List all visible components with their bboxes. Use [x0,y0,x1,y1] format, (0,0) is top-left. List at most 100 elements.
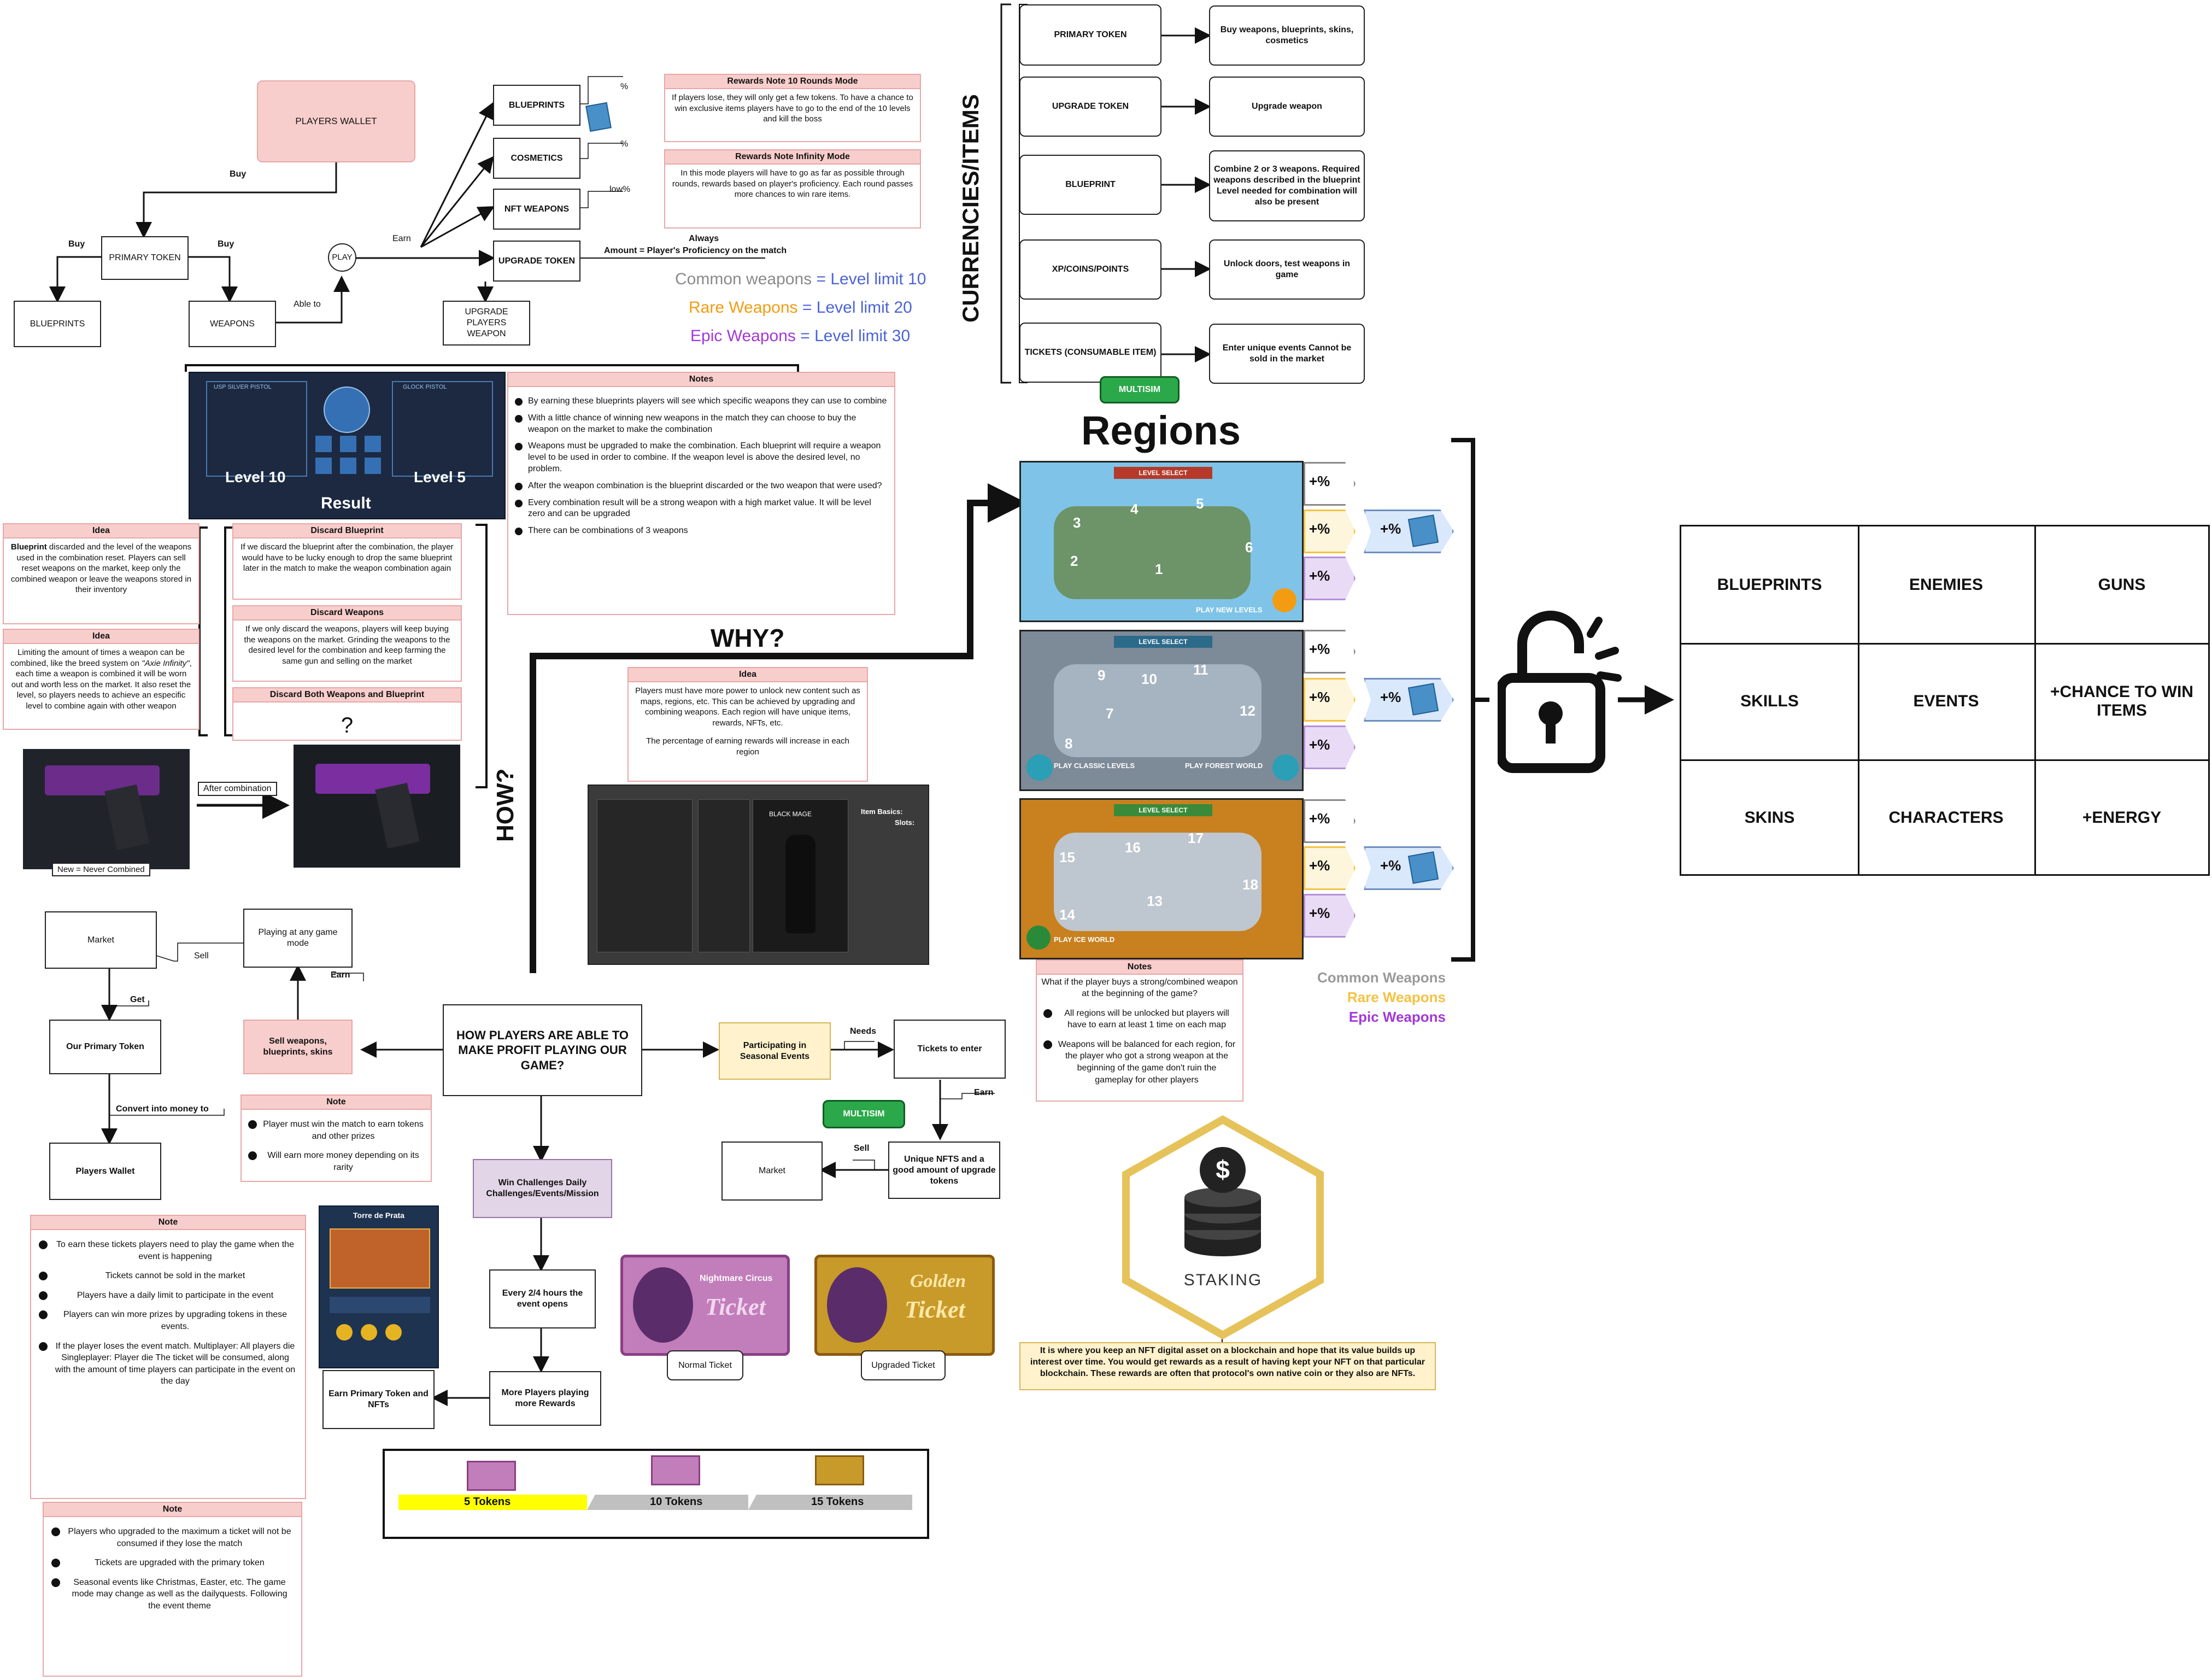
every-hours-box: Every 2/4 hours the event opens [489,1269,596,1328]
profit-center-box: HOW PLAYERS ARE ABLE TO MAKE PROFIT PLAY… [443,1004,642,1096]
rewards-note-infinity-title: Rewards Note Infinity Mode [665,150,920,165]
blueprint-combination-image: USP SILVER PISTOL GLOCK PISTOL Level 10 … [189,372,506,519]
map3-level-13: 13 [1147,893,1163,909]
pistol-right-label: GLOCK PISTOL [403,384,447,390]
token-tier-1-label: 5 Tokens [464,1496,511,1508]
discard-weapons-text: If we only discard the weapons, players … [244,624,450,666]
weapon-after-image [294,745,460,868]
rare-bonus-tag-3 [1304,846,1356,890]
map1-level-2: 2 [1070,553,1078,569]
currency-tickets: TICKETS (CONSUMABLE ITEM) [1019,323,1161,383]
new-never-combined-label: New = Never Combined [52,863,150,876]
discard-blueprint-note: Discard Blueprint If we discard the blue… [232,523,462,600]
map2-prev-icon[interactable] [1026,754,1053,781]
ticket-icon-2 [651,1455,700,1485]
blueprint-icon [1407,851,1439,884]
able-to-label: Able to [294,300,321,309]
grid-cell-enemies: ENEMIES [1909,575,1984,594]
note-upgrade-item: Players who upgraded to the maximum a ti… [51,1526,294,1549]
sell-label-2: Sell [854,1144,870,1153]
earn-label: Earn [392,234,411,243]
grid-cell-events: EVENTS [1913,692,1979,710]
note-item-text: There can be combinations of 3 weapons [528,526,688,536]
tier-rare: Rare Weapons = Level limit 20 [689,294,926,322]
note-upgrade: Note Players who upgraded to the maximum… [43,1502,302,1677]
map2-next-icon[interactable] [1272,754,1299,781]
note-item-text: Every combination result will be a stron… [528,497,871,519]
token-bar: 5 Tokens 10 Tokens 15 Tokens [383,1449,929,1539]
map3-play-button[interactable]: PLAY ICE WORLD [1054,935,1115,944]
normal-ticket-top: Nightmare Circus [700,1274,773,1283]
rewards-note-10-rounds: Rewards Note 10 Rounds Mode If players l… [664,74,921,142]
map2-play-classic-button[interactable]: PLAY CLASSIC LEVELS [1054,762,1135,770]
grid-cell-energy: +ENERGY [2082,808,2162,827]
note-item: With a little chance of winning new weap… [515,413,888,436]
map1-level-select: LEVEL SELECT [1114,467,1212,479]
discard-both-title: Discard Both Weapons and Blueprint [233,688,461,703]
amount-note: Amount = Player's Proficiency on the mat… [604,246,787,255]
regions-note-item: All regions will be unlocked but players… [1043,1008,1236,1031]
note-item-text: By earning these blueprints players will… [528,396,887,406]
primary-token-box: PRIMARY TOKEN [101,236,189,280]
map2-play-forest-button[interactable]: PLAY FOREST WORLD [1185,762,1263,770]
idea-3-text: Players must have more power to unlock n… [635,686,860,728]
map1-play-button[interactable]: PLAY NEW LEVELS [1196,606,1263,614]
upgraded-ticket-label: Upgraded Ticket [861,1350,946,1380]
grid-cell-guns: GUNS [2098,575,2146,594]
common-bonus-2: +% [1309,641,1330,657]
right-blueprint-frame [392,381,493,477]
token-tier-1-bar [398,1495,587,1510]
note-profit-item: Will earn more money depending on its ra… [248,1150,424,1173]
map2-level-7: 7 [1106,705,1114,722]
blueprints-box: BLUEPRINTS [14,301,101,347]
blueprint-bonus-tag-2 [1364,678,1454,722]
sell-weapons-box: Sell weapons, blueprints, skins [243,1020,353,1074]
note-tickets-item: To earn these tickets players need to pl… [39,1239,297,1262]
multisim-badge-1: MULTISIM [1100,376,1180,403]
map1-next-icon[interactable] [1272,588,1296,612]
map3-prev-icon[interactable] [1026,926,1051,950]
common-bonus-tag-1 [1304,462,1356,506]
buy-label-1: Buy [230,169,247,179]
more-players-box: More Players playing more Rewards [489,1371,601,1426]
rare-bonus-1: +% [1309,520,1330,537]
blueprint-icon [585,102,612,132]
earn-label-2: Earn [974,1088,994,1097]
regions-title: Regions [1081,408,1241,453]
note-tickets-item-text: Players can win more prizes by upgrading… [63,1310,287,1331]
note-upgrade-item-text: Seasonal events like Christmas, Easter, … [72,1577,287,1611]
map2-level-12: 12 [1240,703,1255,719]
epic-bonus-1: +% [1309,567,1330,584]
idea-2-text: Limiting the amount of times a weapon ca… [4,644,198,715]
why-label: WHY? [711,624,785,652]
currencies-title: CURRENCIES/ITEMS [958,94,983,323]
note-profit-title: Note [242,1096,431,1110]
staking-badge: $ [1122,1115,1324,1339]
note-tickets-item: Tickets cannot be sold in the market [39,1270,297,1282]
idea-3-body: Players must have more power to unlock n… [629,682,867,760]
tier-epic-name: Epic Weapons [690,327,796,345]
map2-level-11: 11 [1193,662,1208,678]
normal-ticket-image: Nightmare Circus Ticket [620,1255,790,1356]
grid-cell-characters: CHARACTERS [1888,808,2004,827]
buy-label-3: Buy [218,239,234,249]
needs-label: Needs [850,1027,877,1036]
idea-3: Idea Players must have more power to unl… [627,667,868,782]
ticket-icon-3 [815,1455,864,1485]
bp-item-box: BLUEPRINTS [493,85,580,126]
note-item: Weapons must be upgraded to make the com… [515,441,888,475]
grid-cell-chance: +CHANCE TO WIN ITEMS [2050,682,2193,719]
unlock-icon [1498,611,1622,773]
epic-bonus-2: +% [1309,736,1330,753]
note-profit: Note Player must win the match to earn t… [240,1094,432,1182]
grid-cell-skins: SKINS [1744,808,1795,827]
map2-level-select: LEVEL SELECT [1114,636,1212,648]
players-wallet-label: PLAYERS WALLET [295,116,377,127]
weapon-legend: Common Weapons Rare Weapons Epic Weapons [1304,968,1446,1027]
how-label: HOW? [492,768,519,842]
currency-xp: XP/COINS/POINTS [1019,239,1161,300]
note-tickets-item: Players have a daily limit to participat… [39,1290,297,1302]
players-wallet-box-2: Players Wallet [49,1143,161,1200]
idea-1-text: Blueprint discarded and the level of the… [4,538,198,599]
currency-upgrade-token-desc: Upgrade weapon [1209,77,1365,137]
